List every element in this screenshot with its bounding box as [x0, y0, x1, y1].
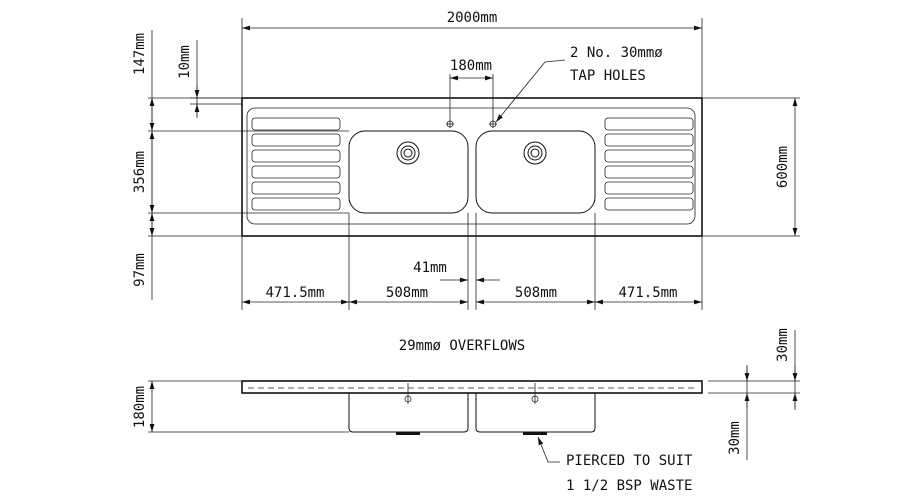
top-thickness-dimension: 30mm [708, 328, 800, 410]
right-drainer-grooves [604, 117, 694, 211]
top-thickness-label: 30mm [775, 328, 791, 362]
left-drainer-grooves [251, 117, 341, 211]
waste-height-label: 30mm [727, 421, 743, 455]
overflows-note: 29mmø OVERFLOWS [399, 338, 525, 354]
waste-height-dimension: 30mm [727, 365, 750, 460]
waste-note-line2: 1 1/2 BSP WASTE [566, 478, 692, 494]
upstand-gap-label: 10mm [177, 45, 193, 79]
elevation-right-waste [523, 432, 547, 435]
drainer-right-label: 471.5mm [618, 285, 677, 301]
right-waste [523, 141, 547, 165]
side-elevation [241, 380, 703, 435]
bottom-horizontal-dimensions: 471.5mm 508mm 41mm 508mm 471.5mm [241, 213, 703, 310]
sink-top-inner-rim [246, 107, 696, 225]
right-bowl [475, 130, 596, 214]
overall-length-dimension: 2000mm [241, 10, 703, 98]
front-edge-label: 97mm [132, 253, 148, 287]
bowl-depth-label: 356mm [132, 151, 148, 193]
left-vertical-dimensions: 147mm 356mm 97mm [132, 30, 349, 300]
tap-holes [446, 120, 497, 128]
sink-top-outline [241, 97, 703, 237]
plan-view [241, 97, 703, 237]
overall-width-dimension: 600mm [702, 97, 800, 237]
left-waste [396, 141, 420, 165]
overall-length-label: 2000mm [447, 10, 498, 26]
bowl-gap-label: 41mm [413, 260, 447, 276]
bowl-left-label: 508mm [386, 285, 428, 301]
tap-holes-callout: 2 No. 30mmø TAP HOLES [495, 45, 663, 123]
rear-upstand-label: 147mm [132, 33, 148, 75]
drainer-left-label: 471.5mm [265, 285, 324, 301]
upstand-gap-dimension: 10mm [177, 40, 242, 118]
tap-spacing-label: 180mm [450, 58, 492, 74]
side-bowl-depth-dimension: 180mm [132, 380, 349, 433]
waste-callout: PIERCED TO SUIT 1 1/2 BSP WASTE [537, 436, 693, 494]
waste-note-line1: PIERCED TO SUIT [566, 453, 693, 469]
tap-holes-label-line1: 2 No. 30mmø [570, 45, 663, 61]
tap-holes-label-line2: TAP HOLES [570, 68, 646, 84]
elevation-top-slab [241, 380, 703, 394]
elevation-right-bowl [475, 393, 596, 433]
elevation-left-bowl [348, 393, 469, 433]
left-bowl [348, 130, 469, 214]
bowl-right-label: 508mm [515, 285, 557, 301]
elevation-left-waste [396, 432, 420, 435]
overall-width-label: 600mm [775, 146, 791, 188]
side-bowl-depth-label: 180mm [132, 386, 148, 428]
tap-spacing-dimension: 180mm [449, 58, 494, 120]
